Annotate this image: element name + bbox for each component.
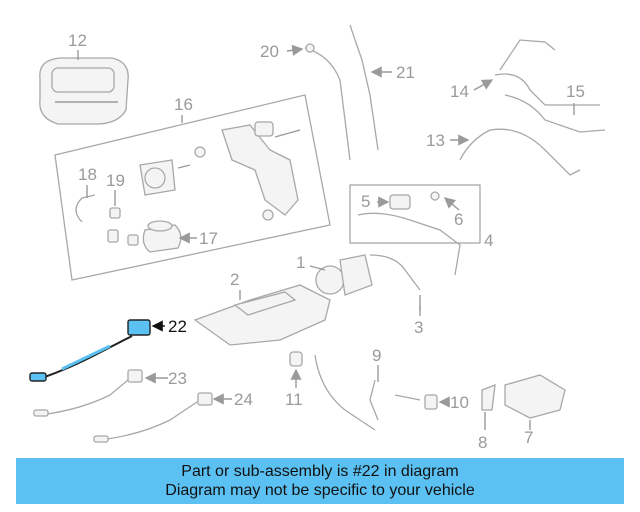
callout-7: 7 bbox=[524, 428, 533, 447]
callout-16: 16 bbox=[174, 95, 193, 114]
banner-line-1: Part or sub-assembly is #22 in diagram bbox=[181, 463, 459, 480]
callout-18: 18 bbox=[78, 165, 97, 184]
callout-15: 15 bbox=[566, 82, 585, 101]
callout-8: 8 bbox=[478, 433, 487, 452]
callout-4: 4 bbox=[484, 231, 493, 250]
part-13-14-15-lines[interactable] bbox=[459, 39, 606, 176]
part-16-box[interactable] bbox=[54, 94, 331, 281]
callout-3: 3 bbox=[414, 318, 423, 337]
callout-17: 17 bbox=[199, 229, 218, 248]
callout-14: 14 bbox=[450, 82, 469, 101]
callout-22: 22 bbox=[168, 317, 187, 336]
part-23-24-sensors[interactable] bbox=[33, 369, 213, 443]
banner-line-2: Diagram may not be specific to your vehi… bbox=[165, 482, 475, 499]
callout-24: 24 bbox=[234, 390, 253, 409]
callout-10: 10 bbox=[450, 393, 469, 412]
part-20-21-hoses[interactable] bbox=[304, 24, 379, 161]
part-7-8[interactable] bbox=[481, 374, 566, 419]
part-9-10-11[interactable] bbox=[289, 351, 438, 431]
callout-11: 11 bbox=[285, 390, 303, 409]
callout-labels: 12 20 21 14 15 16 13 18 19 5 6 4 17 1 2 … bbox=[68, 31, 585, 452]
parts-diagram: 12 20 21 14 15 16 13 18 19 5 6 4 17 1 2 … bbox=[29, 24, 606, 452]
part-4-box[interactable] bbox=[349, 184, 481, 276]
info-banner: Part or sub-assembly is #22 in diagram D… bbox=[16, 458, 624, 504]
part-1-pump[interactable] bbox=[315, 254, 421, 310]
callout-12: 12 bbox=[68, 31, 87, 50]
callout-5: 5 bbox=[361, 192, 370, 211]
part-12-pump[interactable] bbox=[39, 50, 129, 125]
callout-6: 6 bbox=[454, 210, 463, 229]
part-2-intake[interactable] bbox=[193, 284, 331, 346]
callout-13: 13 bbox=[426, 131, 445, 150]
callout-19: 19 bbox=[106, 171, 125, 190]
part-22-oxygen-sensor[interactable] bbox=[29, 319, 151, 382]
callout-2: 2 bbox=[230, 270, 239, 289]
leader-lines bbox=[86, 44, 575, 430]
callout-23: 23 bbox=[168, 369, 187, 388]
callout-20: 20 bbox=[260, 42, 279, 61]
callout-9: 9 bbox=[372, 346, 381, 365]
callout-21: 21 bbox=[396, 63, 415, 82]
callout-1: 1 bbox=[296, 253, 305, 272]
